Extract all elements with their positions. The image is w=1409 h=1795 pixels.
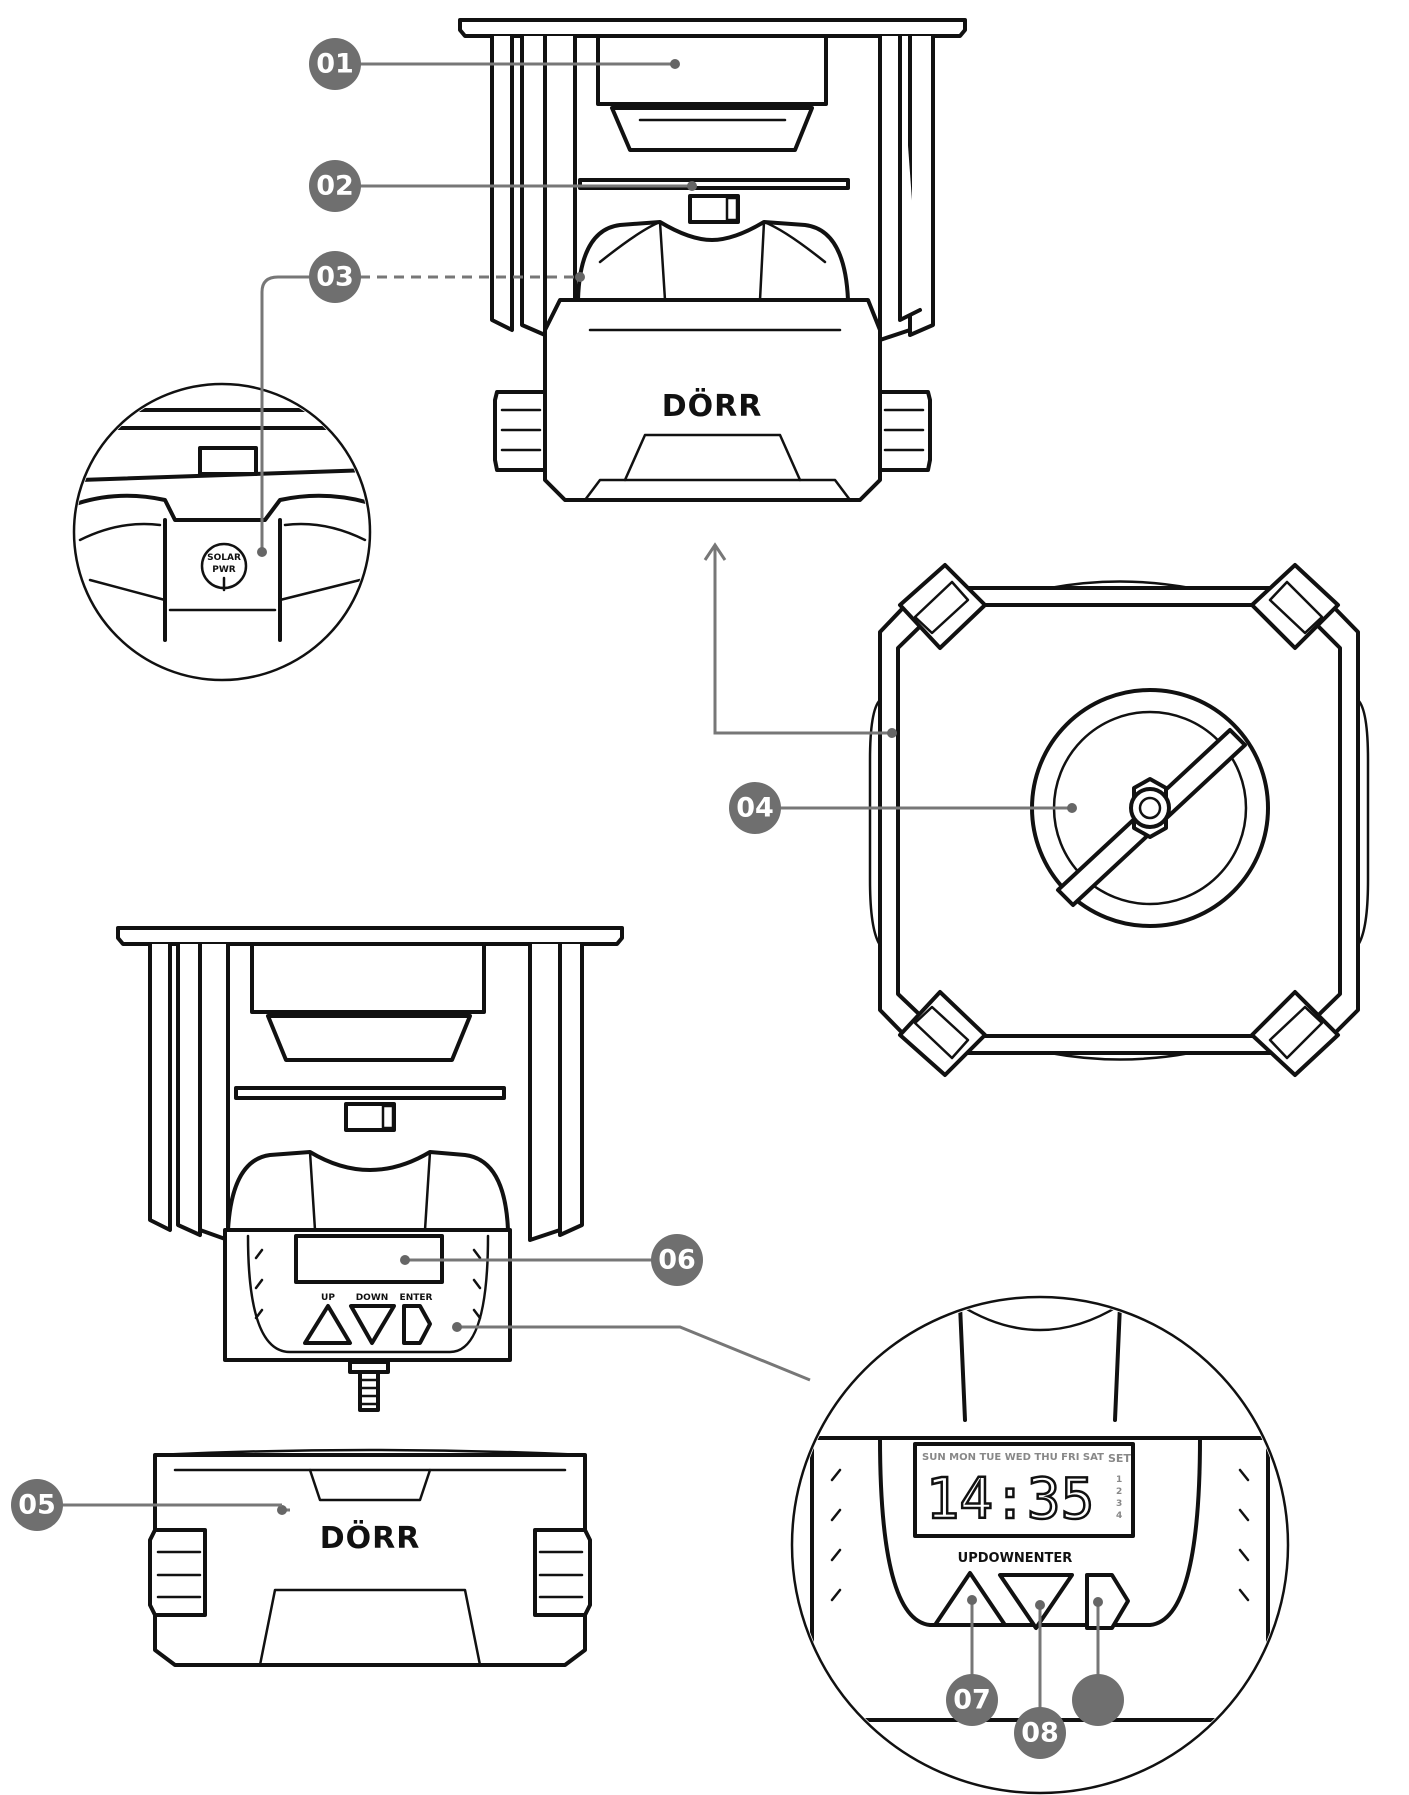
down-button-detail[interactable] [998,1573,1074,1630]
weekday-labels: SUN MON TUE WED THU FRI SAT [922,1452,1104,1463]
corner-clip [1250,990,1340,1077]
enter-button[interactable] [402,1304,432,1345]
button-labels: UPDOWNENTER [958,1551,1073,1566]
callout-07: 07 [946,1674,998,1726]
slot-1: 1 [1116,1475,1122,1485]
slot-4: 4 [1116,1511,1122,1521]
up-button[interactable] [303,1304,352,1345]
svg-text:04: 04 [736,793,774,824]
slot-2: 2 [1116,1487,1122,1497]
down-button[interactable] [349,1304,396,1345]
callout-02: 02 [309,160,361,212]
up-button-label: UP [321,1293,335,1303]
callout-01: 01 [309,38,361,90]
mounting-bolt [348,1360,390,1412]
corner-clip [898,563,987,650]
brand-logo-bottom: DÖRR [320,1519,421,1556]
svg-text:03: 03 [316,262,354,293]
feeder-bottom-view [868,563,1370,1077]
solar-power-port: SOLAR PWR [200,542,248,592]
set-label: SET [1108,1452,1131,1465]
down-button-label: DOWN [356,1293,389,1303]
svg-text:02: 02 [316,171,354,202]
callout-04: 04 [729,782,781,834]
brand-logo-top: DÖRR [662,387,763,424]
callout-05: 05 [11,1479,63,1531]
solar-port-detail: SOLAR PWR [72,382,372,682]
control-unit: UP DOWN ENTER [223,1228,512,1362]
solar-port-label-line2: PWR [212,565,236,575]
callout-06: 06 [651,1234,703,1286]
feeder-exploded-view: UP DOWN ENTER DÖRR [116,926,624,1667]
svg-text:06: 06 [658,1245,696,1276]
corner-clip [898,990,987,1077]
spinner-plate [1030,688,1270,928]
svg-text:05: 05 [18,1490,56,1521]
enter-button-label: ENTER [400,1293,433,1303]
callout-09 [1072,1674,1124,1726]
solar-port-label-line1: SOLAR [207,553,241,563]
view-link-arrow [703,542,897,738]
slot-3: 3 [1116,1499,1122,1509]
callout-03: 03 [309,251,361,303]
svg-text:07: 07 [953,1685,991,1716]
clock-time: 14:35 [926,1467,1095,1532]
svg-text:08: 08 [1021,1718,1059,1749]
leader-lines [62,59,1103,1720]
bottom-housing: DÖRR [148,1448,592,1667]
callout-08: 08 [1014,1707,1066,1759]
corner-clip [1250,563,1340,650]
lcd-screen [913,1442,1135,1538]
svg-text:01: 01 [316,49,354,80]
feeder-top-view: DÖRR [458,18,967,502]
